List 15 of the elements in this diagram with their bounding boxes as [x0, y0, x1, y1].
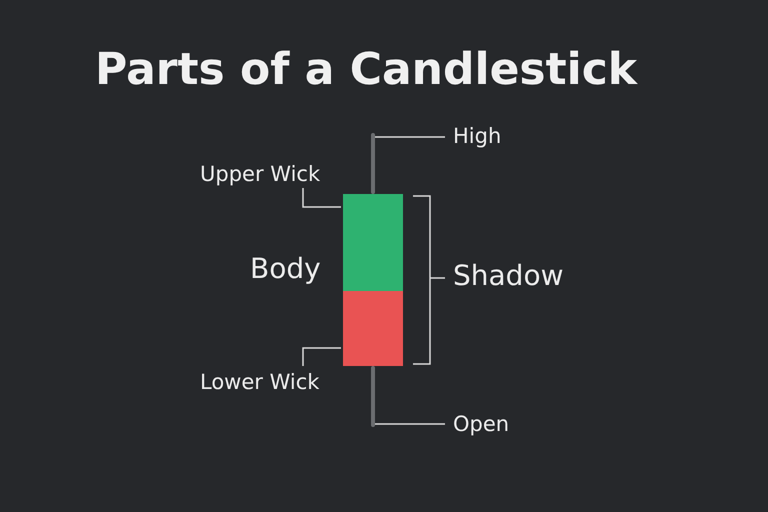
part-label: Upper Wick [200, 164, 320, 185]
part-label: Body [250, 255, 321, 283]
leader-line [375, 136, 445, 138]
leader-line [375, 423, 445, 425]
bearish-body [343, 291, 403, 366]
bullish-body [343, 194, 403, 291]
part-label: High [453, 126, 502, 147]
part-label: Shadow [453, 262, 564, 290]
part-label: Lower Wick [200, 372, 320, 393]
leader-line [302, 188, 341, 208]
part-label: Open [453, 414, 510, 435]
wick-line [371, 366, 375, 427]
wick-line [371, 133, 375, 194]
leader-line [302, 347, 341, 366]
title: Parts of a Candlestick [95, 48, 638, 92]
